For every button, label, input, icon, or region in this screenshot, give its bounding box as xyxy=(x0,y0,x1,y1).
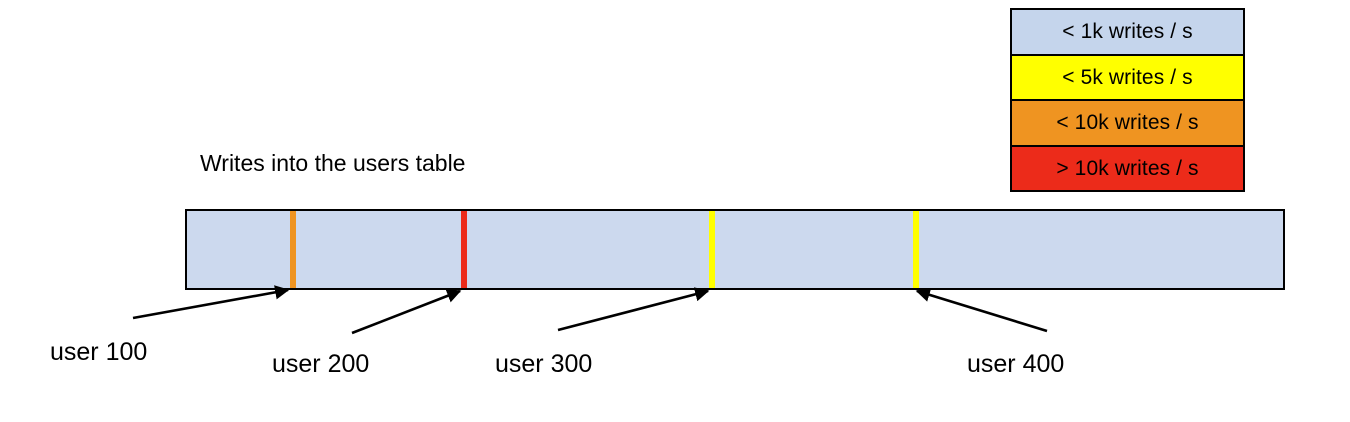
stripe-user-400 xyxy=(913,211,919,288)
legend-row-over-10k: > 10k writes / s xyxy=(1012,146,1243,190)
legend-label-under-1k: < 1k writes / s xyxy=(1062,20,1193,44)
legend-row-under-5k: < 5k writes / s xyxy=(1012,55,1243,101)
label-user-200: user 200 xyxy=(272,350,370,378)
label-user-400: user 400 xyxy=(967,350,1065,378)
label-user-300: user 300 xyxy=(495,350,593,378)
legend-row-under-1k: < 1k writes / s xyxy=(1012,10,1243,56)
legend-label-over-10k: > 10k writes / s xyxy=(1056,156,1199,180)
arrow-user-100 xyxy=(132,285,290,320)
label-user-100: user 100 xyxy=(50,338,148,366)
legend-label-under-10k: < 10k writes / s xyxy=(1056,111,1199,135)
arrow-user-200 xyxy=(351,289,462,335)
page-title: Writes into the users table xyxy=(200,150,466,176)
users-table-bar xyxy=(185,209,1285,290)
legend: < 1k writes / s < 5k writes / s < 10k wr… xyxy=(1010,8,1245,192)
stripe-user-300 xyxy=(709,211,715,288)
stripe-user-200 xyxy=(461,211,467,288)
arrow-user-400 xyxy=(915,287,1048,333)
stripe-user-100 xyxy=(290,211,296,288)
arrow-user-300 xyxy=(557,287,710,332)
legend-label-under-5k: < 5k writes / s xyxy=(1062,65,1193,89)
legend-row-under-10k: < 10k writes / s xyxy=(1012,101,1243,147)
